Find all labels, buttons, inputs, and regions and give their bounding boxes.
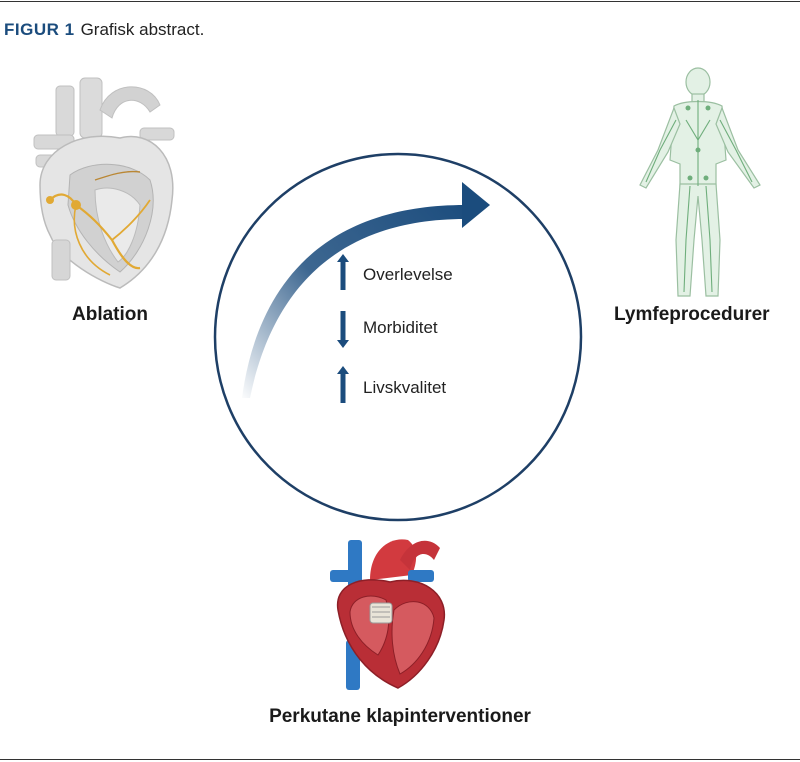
- heart-conduction-icon: [33, 77, 175, 289]
- bottom-rule: [0, 759, 800, 760]
- heart-valve-icon: [330, 539, 446, 690]
- progress-arrow-icon: [242, 182, 490, 398]
- human-lymphatic-icon: [639, 67, 761, 297]
- arrow-up-icon: [337, 254, 349, 290]
- figure-label: FIGUR 1: [4, 20, 75, 39]
- outcome-survival: Overlevelse: [363, 265, 453, 284]
- top-rule: [0, 1, 800, 2]
- procedure-title-valve: Perkutane klapinterventioner: [269, 706, 531, 727]
- figure-title: Grafisk abstract.: [80, 20, 205, 39]
- arrow-up-icon: [337, 366, 349, 403]
- figure-caption: FIGUR 1 Grafisk abstract.: [4, 20, 204, 40]
- procedure-title-lymph: Lymfeprocedurer: [614, 304, 770, 325]
- arrow-down-icon: [337, 311, 349, 348]
- procedure-title-ablation: Ablation: [72, 304, 148, 325]
- outcome-quality-of-life: Livskvalitet: [363, 378, 447, 397]
- outcome-morbidity: Morbiditet: [363, 318, 438, 337]
- outcome-circle: [213, 152, 583, 522]
